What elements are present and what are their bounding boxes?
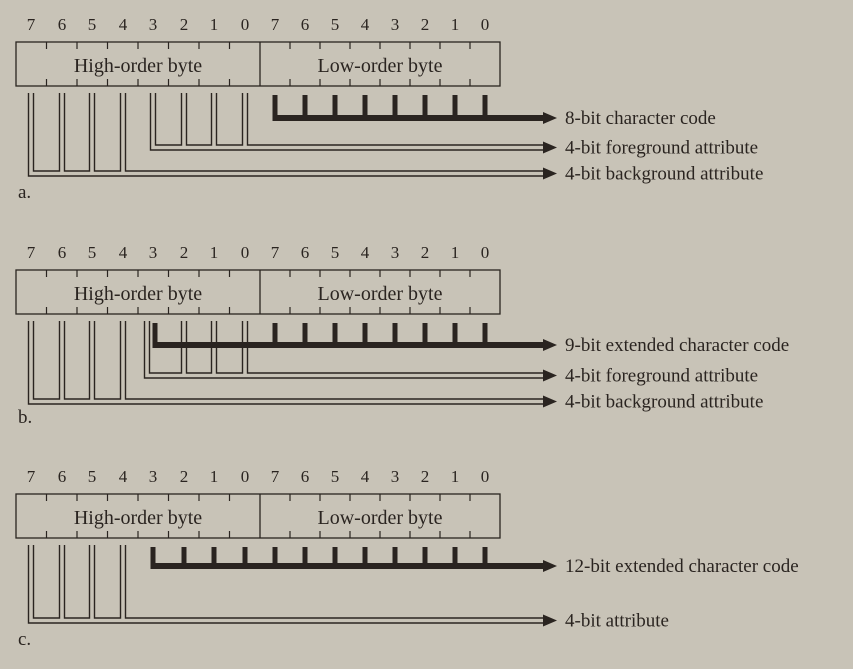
panel-label: b. — [18, 407, 32, 428]
bit-number: 3 — [149, 243, 158, 262]
bit-number: 2 — [421, 15, 430, 34]
low-byte-label: Low-order byte — [318, 55, 443, 77]
low-byte-label: Low-order byte — [318, 507, 443, 529]
output-label: 9-bit extended character code — [565, 335, 789, 356]
bit-number: 5 — [88, 467, 97, 486]
arrow-head-icon — [543, 141, 557, 154]
output-label: 12-bit extended character code — [565, 556, 799, 577]
arrow-head-icon — [543, 339, 557, 351]
bit-number: 4 — [119, 15, 128, 34]
bit-number: 3 — [391, 467, 400, 486]
arrow-head-icon — [543, 395, 557, 408]
bit-number: 1 — [451, 467, 460, 486]
bit-number: 7 — [271, 15, 280, 34]
arrow-head-icon — [543, 112, 557, 124]
bit-number: 6 — [301, 467, 310, 486]
double-line-bus — [27, 93, 545, 177]
bit-number: 0 — [241, 243, 250, 262]
bit-number: 3 — [391, 243, 400, 262]
bit-number: 6 — [301, 243, 310, 262]
low-byte-label: Low-order byte — [318, 283, 443, 305]
bit-number: 4 — [361, 15, 370, 34]
output-label: 4-bit background attribute — [565, 392, 763, 413]
bit-number: 7 — [271, 243, 280, 262]
arrow-head-icon — [543, 560, 557, 572]
bit-number: 2 — [421, 243, 430, 262]
bit-number: 1 — [451, 243, 460, 262]
arrow-head-icon — [543, 614, 557, 627]
panel-label: c. — [18, 629, 31, 650]
bit-number: 2 — [180, 15, 189, 34]
bit-number: 5 — [331, 15, 340, 34]
bit-number: 4 — [361, 243, 370, 262]
bit-number: 0 — [241, 15, 250, 34]
bit-number: 0 — [241, 467, 250, 486]
bit-number: 6 — [58, 243, 67, 262]
bit-number: 4 — [361, 467, 370, 486]
output-label: 4-bit foreground attribute — [565, 138, 758, 159]
high-byte-label: High-order byte — [74, 55, 202, 77]
bit-number: 5 — [331, 243, 340, 262]
arrow-head-icon — [543, 369, 557, 382]
bit-number: 3 — [149, 467, 158, 486]
bit-number: 5 — [88, 243, 97, 262]
bit-number: 1 — [210, 467, 219, 486]
bit-number: 6 — [58, 15, 67, 34]
double-line-bus — [27, 545, 545, 624]
arrow-head-icon — [543, 167, 557, 180]
double-line-bus — [149, 93, 545, 151]
bit-number: 7 — [271, 467, 280, 486]
bit-number: 4 — [119, 243, 128, 262]
panel-label: a. — [18, 182, 31, 203]
output-label: 4-bit attribute — [565, 611, 669, 632]
word-box — [15, 493, 501, 539]
output-label: 4-bit background attribute — [565, 164, 763, 185]
bit-number: 6 — [301, 15, 310, 34]
bit-number: 5 — [331, 467, 340, 486]
bit-number: 1 — [451, 15, 460, 34]
double-line-bus — [27, 321, 545, 405]
output-label: 4-bit foreground attribute — [565, 366, 758, 387]
high-byte-label: High-order byte — [74, 507, 202, 529]
bit-number: 0 — [481, 467, 490, 486]
bit-number: 2 — [421, 467, 430, 486]
bit-number: 0 — [481, 243, 490, 262]
bit-number: 2 — [180, 467, 189, 486]
bit-number: 4 — [119, 467, 128, 486]
bit-number: 5 — [88, 15, 97, 34]
bit-number: 7 — [27, 243, 36, 262]
bit-number: 1 — [210, 243, 219, 262]
bit-number: 3 — [391, 15, 400, 34]
word-box — [15, 269, 501, 315]
bit-number: 7 — [27, 467, 36, 486]
bit-number: 1 — [210, 15, 219, 34]
bit-number: 7 — [27, 15, 36, 34]
word-box — [15, 41, 501, 87]
bit-number: 6 — [58, 467, 67, 486]
bit-number: 2 — [180, 243, 189, 262]
high-byte-label: High-order byte — [74, 283, 202, 305]
output-label: 8-bit character code — [565, 108, 716, 129]
bit-number: 3 — [149, 15, 158, 34]
bit-number: 0 — [481, 15, 490, 34]
double-line-bus — [143, 321, 545, 379]
